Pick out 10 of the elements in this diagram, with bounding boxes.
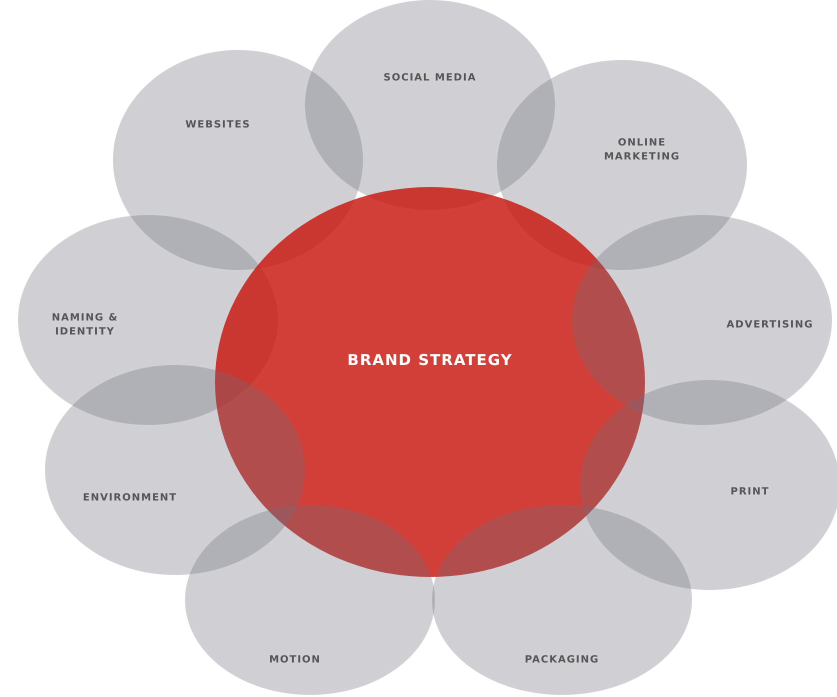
petal-label: ENVIRONMENT <box>82 491 178 505</box>
petal-label: ONLINE MARKETING <box>602 136 682 164</box>
petal-label: ADVERTISING <box>726 318 814 332</box>
petal-label: PACKAGING <box>524 653 600 667</box>
petal-label: NAMING & IDENTITY <box>50 312 120 338</box>
petal-label: MOTION <box>268 653 322 667</box>
petal-label: PRINT <box>730 485 770 499</box>
petal-label: WEBSITES <box>184 118 252 132</box>
petal-label: SOCIAL MEDIA <box>382 71 478 85</box>
center-label: BRAND STRATEGY <box>346 350 514 370</box>
